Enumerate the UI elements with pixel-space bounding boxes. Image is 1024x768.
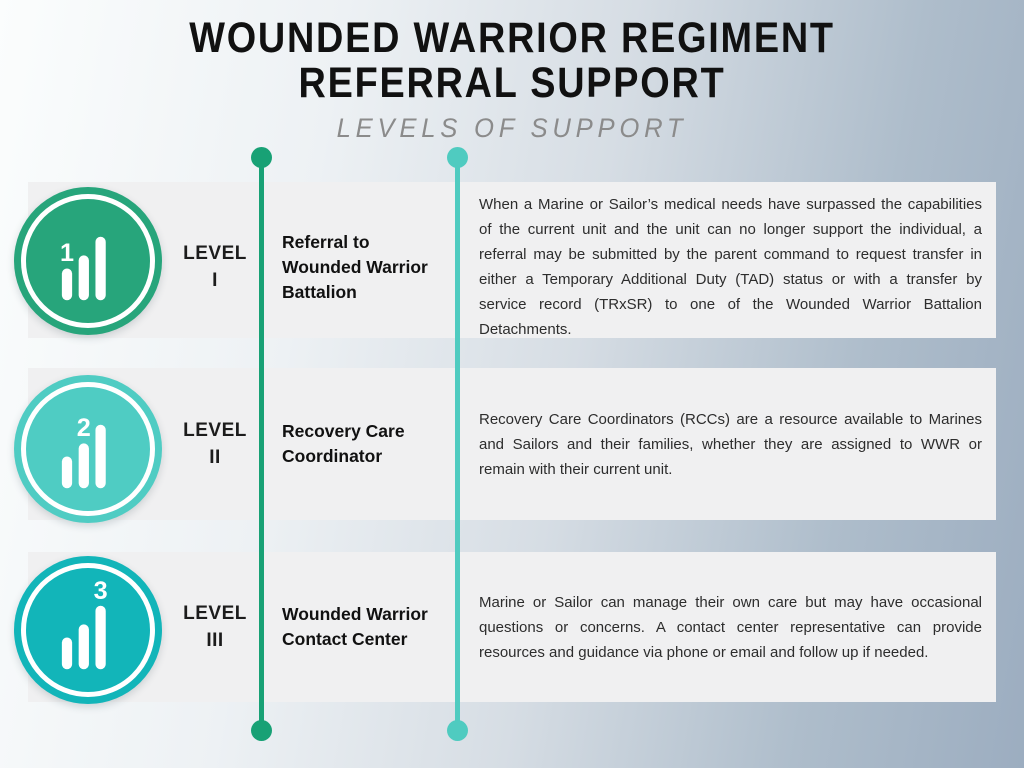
level-2-badge: 2 <box>14 375 162 523</box>
level-label-numeral: II <box>209 447 221 468</box>
level-2-row: LEVEL II Recovery Care Coordinator Recov… <box>28 368 996 520</box>
bar-chart-growth-icon: 3 <box>61 577 108 670</box>
level-1-badge: 1 <box>14 187 162 335</box>
level-3-badge: 3 <box>14 556 162 704</box>
level-3-label: LEVEL III <box>170 600 260 654</box>
bar-chart-growth-icon: 2 <box>61 414 106 489</box>
level-2-title: Recovery Care Coordinator <box>282 421 405 466</box>
page-title-line-2: REFERRAL SUPPORT <box>298 59 726 107</box>
timeline-dot <box>251 147 272 168</box>
timeline-line-right <box>447 147 468 741</box>
level-number: 1 <box>60 239 74 267</box>
level-2-description: Recovery Care Coordinators (RCCs) are a … <box>479 410 982 478</box>
level-label-word: LEVEL <box>183 243 247 264</box>
bar-chart-growth-icon: 1 <box>60 236 106 301</box>
page-title-line-1: WOUNDED WARRIOR REGIMENT <box>189 14 835 62</box>
level-label-word: LEVEL <box>183 603 247 624</box>
timeline-line-left <box>251 147 272 741</box>
level-2-label: LEVEL II <box>170 417 260 471</box>
timeline-dot <box>447 147 468 168</box>
level-label-word: LEVEL <box>183 420 247 441</box>
level-1-description: When a Marine or Sailor’s medical needs … <box>479 196 982 338</box>
level-1-title: Referral to Wounded Warrior Battalion <box>282 231 428 302</box>
level-1-row: LEVEL I Referral to Wounded Warrior Batt… <box>28 182 996 338</box>
level-number: 3 <box>94 577 108 605</box>
level-1-label: LEVEL I <box>170 240 260 294</box>
timeline-dot <box>251 720 272 741</box>
level-3-row: LEVEL III Wounded Warrior Contact Center… <box>28 552 996 702</box>
level-3-title: Wounded Warrior Contact Center <box>282 604 428 649</box>
page-subtitle: LEVELS OF SUPPORT <box>336 113 688 143</box>
header: WOUNDED WARRIOR REGIMENT REFERRAL SUPPOR… <box>0 16 1024 144</box>
timeline-dot <box>447 720 468 741</box>
level-label-numeral: I <box>212 270 218 291</box>
level-3-description: Marine or Sailor can manage their own ca… <box>479 593 982 661</box>
level-label-numeral: III <box>206 630 224 651</box>
level-number: 2 <box>77 414 91 442</box>
